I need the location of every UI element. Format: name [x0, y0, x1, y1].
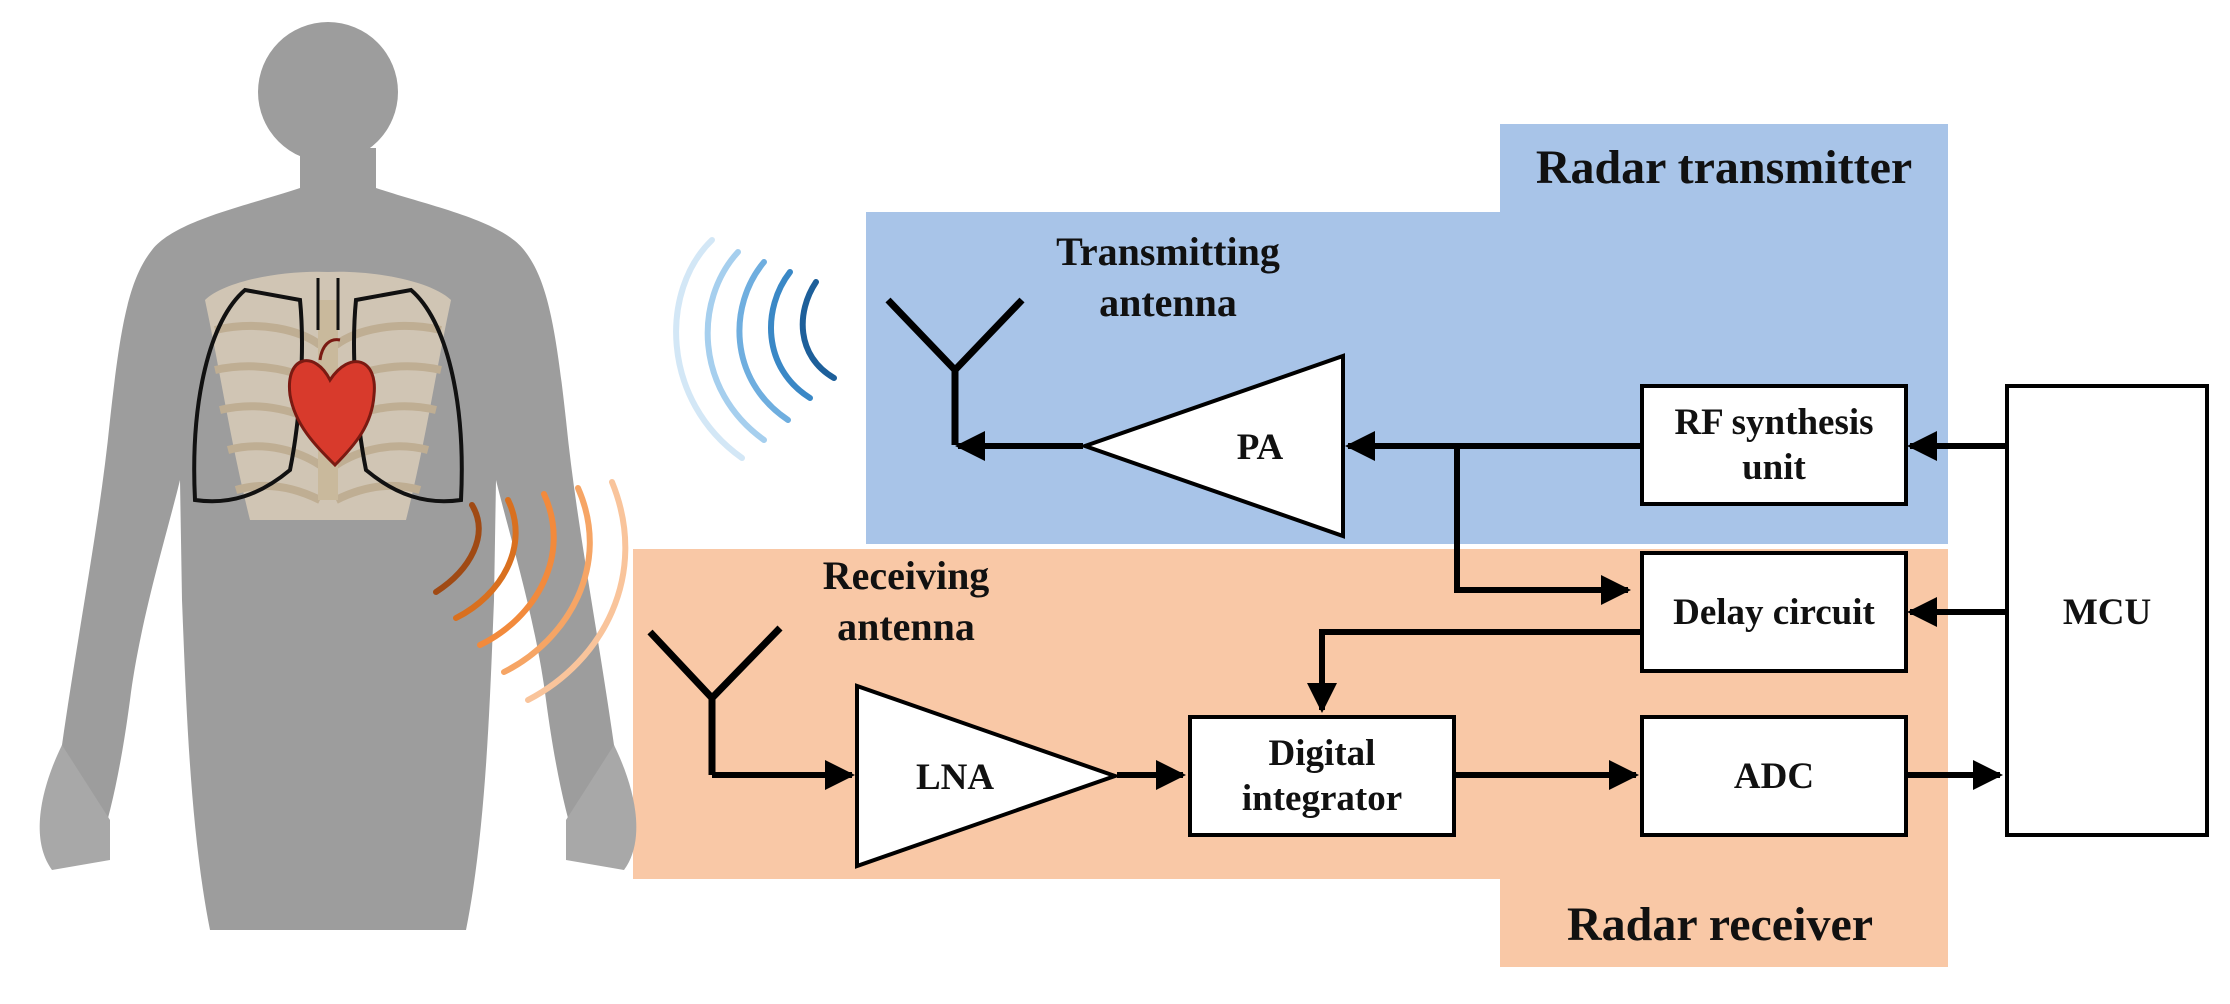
transmitter-title: Radar transmitter	[1536, 141, 1912, 194]
receive-waves	[433, 479, 629, 703]
receiver-title-tab	[1500, 877, 1948, 967]
receiving-antenna-label-line2: antenna	[837, 604, 975, 649]
lna-label: LNA	[916, 757, 994, 798]
adc-label: ADC	[1734, 756, 1814, 797]
digital-integrator-label-line1: Digital	[1269, 733, 1376, 774]
rf-synthesis-block: RF synthesis unit	[1640, 384, 1908, 506]
rf-synthesis-label-line1: RF synthesis	[1674, 402, 1873, 443]
mcu-label: MCU	[2063, 592, 2151, 633]
transmitter-region	[866, 124, 1948, 544]
transmit-wave-1	[673, 237, 745, 461]
transmit-wave-4	[768, 269, 813, 401]
rf-synthesis-label-line2: unit	[1742, 447, 1806, 488]
mcu-block: MCU	[2005, 384, 2209, 837]
receiver-title: Radar receiver	[1567, 898, 1873, 951]
transmit-wave-3	[736, 259, 791, 423]
receiving-antenna-icon	[647, 625, 783, 775]
transmit-wave-2	[704, 249, 767, 443]
delay-circuit-label: Delay circuit	[1673, 592, 1875, 633]
receive-wave-4	[501, 485, 593, 675]
heart-icon	[287, 338, 376, 468]
transmitting-antenna-label-line2: antenna	[1099, 280, 1237, 325]
digital-integrator-block: Digital integrator	[1188, 715, 1456, 837]
receive-wave-5	[525, 479, 629, 703]
digital-integrator-label-line2: integrator	[1242, 778, 1402, 819]
adc-block: ADC	[1640, 715, 1908, 837]
transmitting-antenna-label-line1: Transmitting	[1056, 229, 1280, 274]
lna-block: LNA	[855, 683, 1122, 869]
wire-delay-to-integrator	[1307, 629, 1640, 713]
transmit-waves	[673, 237, 837, 461]
receive-wave-1	[433, 502, 482, 595]
receive-wave-3	[477, 491, 557, 648]
transmitter-title-tab	[1500, 124, 1948, 214]
wire-split-to-delay	[1454, 446, 1631, 605]
pa-block: PA	[1078, 353, 1345, 539]
pa-label: PA	[1237, 427, 1284, 468]
delay-circuit-block: Delay circuit	[1640, 551, 1908, 673]
transmit-wave-5	[799, 279, 837, 381]
receiving-antenna-label-line1: Receiving	[823, 553, 990, 598]
signal-wires	[712, 431, 2005, 790]
human-body-icon	[39, 22, 637, 930]
receive-wave-2	[453, 497, 519, 621]
